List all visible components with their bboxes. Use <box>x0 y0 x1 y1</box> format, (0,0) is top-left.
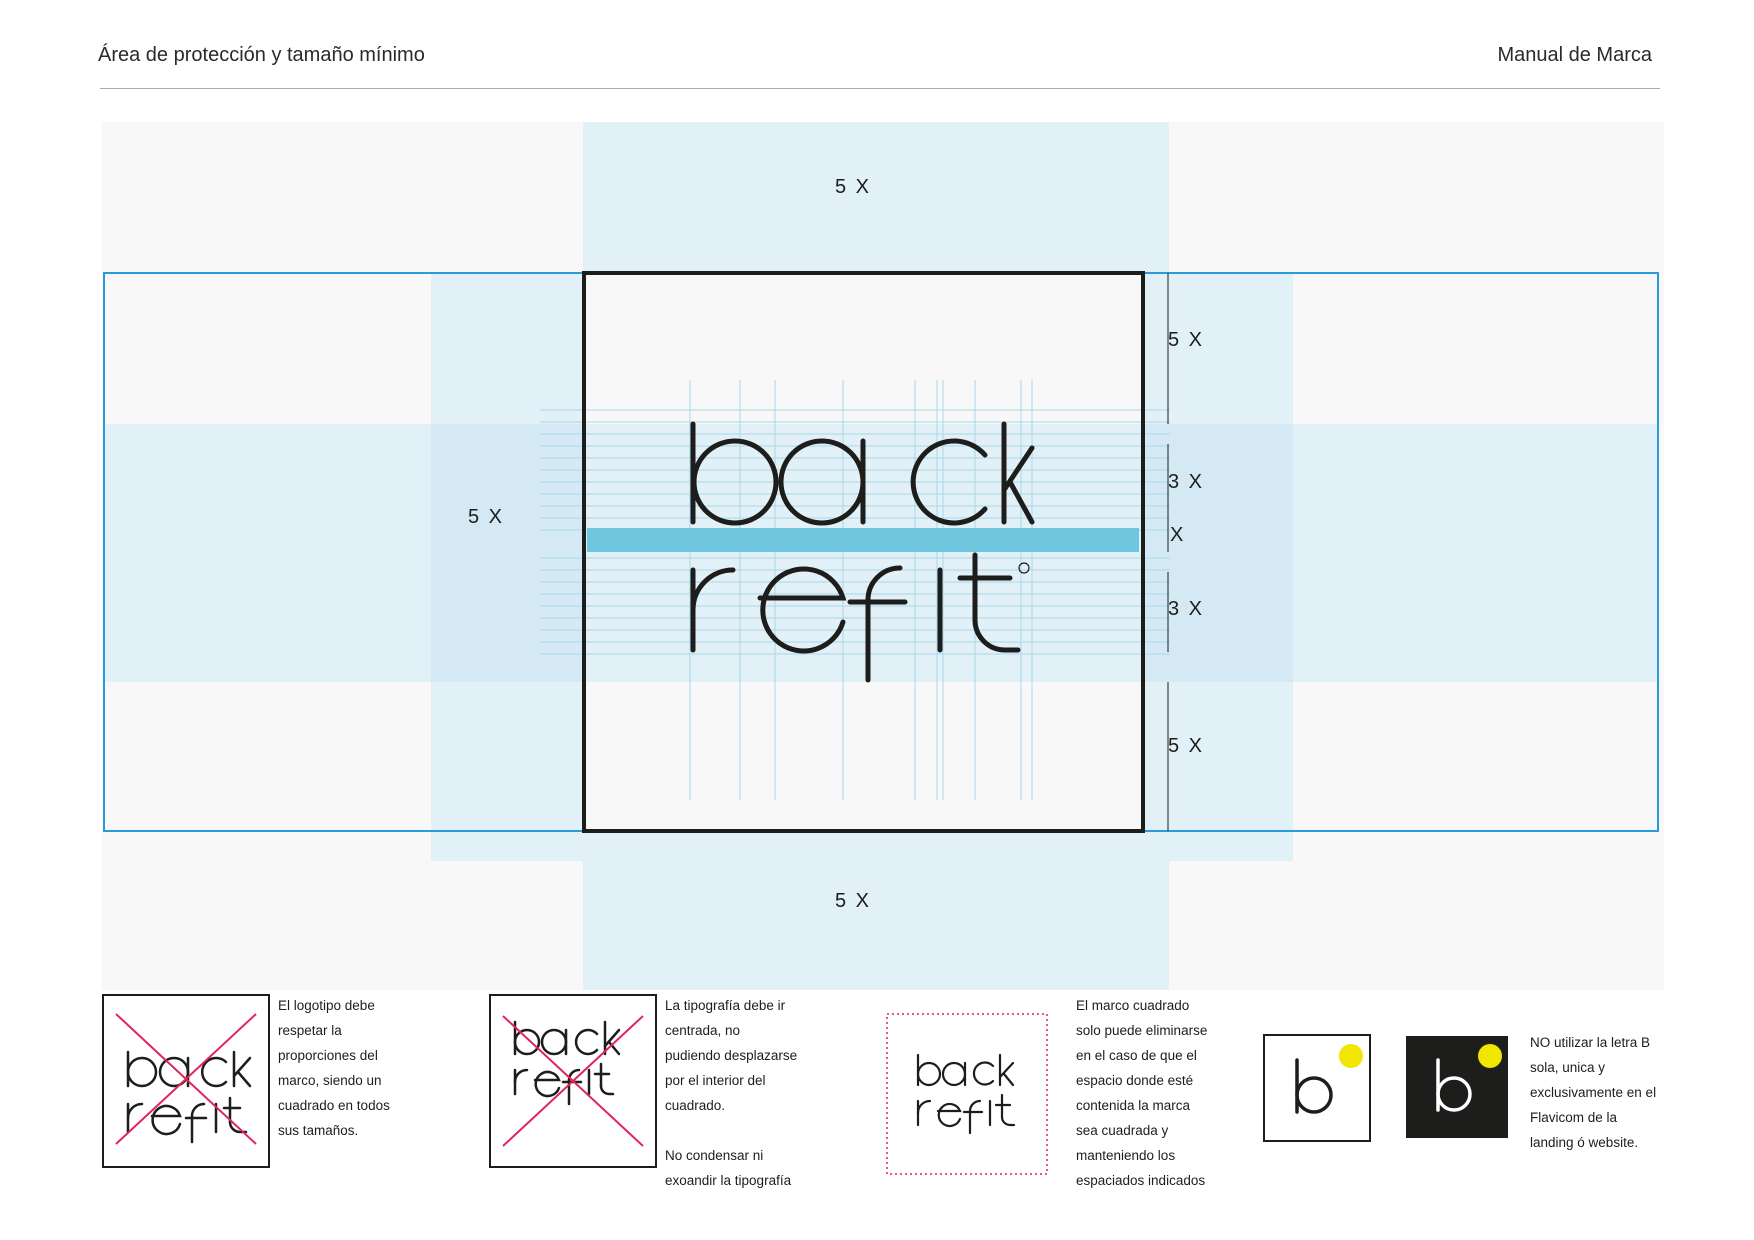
label-right-3x-upper: 3 X <box>1168 471 1205 493</box>
example-1-caption: El logotipo debe respetar la proporcione… <box>278 998 390 1138</box>
label-right-3x-lower: 3 X <box>1168 598 1205 620</box>
label-left-5x: 5 X <box>468 506 505 528</box>
favicon-dark <box>1406 1036 1508 1138</box>
example-frame-removed <box>886 1013 1048 1175</box>
example-3-caption: El marco cuadrado solo puede eliminarse … <box>1076 998 1208 1188</box>
example-4-caption: NO utilizar la letra B sola, unica y exc… <box>1530 1035 1657 1150</box>
label-top-5x: 5 X <box>835 176 872 198</box>
example-wrong-proportions <box>102 994 270 1168</box>
header-divider <box>100 88 1660 89</box>
manual-title: Manual de Marca <box>1497 44 1652 66</box>
label-right-bottom-5x: 5 X <box>1168 735 1205 757</box>
example-wrong-position <box>489 994 657 1168</box>
label-bottom-5x: 5 X <box>835 890 872 912</box>
label-right-top-5x: 5 X <box>1168 329 1205 351</box>
section-title: Área de protección y tamaño mínimo <box>98 44 425 66</box>
label-right-x: X <box>1170 524 1186 546</box>
favicon-light <box>1263 1034 1371 1142</box>
main-logo <box>690 421 1035 683</box>
example-2-caption: La tipografía debe ir centrada, no pudie… <box>665 998 798 1188</box>
